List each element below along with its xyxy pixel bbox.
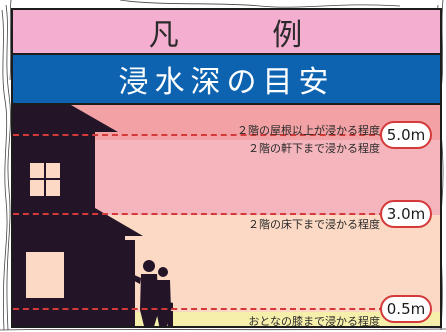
level-3m-description: ２階の床下まで浸かる程度 xyxy=(248,218,380,231)
legend-title-char: 凡 xyxy=(148,17,181,53)
depth-badge-05m: 0.5m xyxy=(380,295,432,323)
legend-title-char: 例 xyxy=(272,17,305,53)
legend-subtitle-bar: 浸水深の目安 xyxy=(13,55,440,105)
inundation-legend: 凡 例 浸水深の目安 xyxy=(11,8,442,328)
people-silhouette xyxy=(117,260,173,326)
level-5m-description-1: ２階の屋根以上が浸かる程度 xyxy=(237,124,380,137)
legend-subtitle: 浸水深の目安 xyxy=(118,65,335,100)
depth-line-5m xyxy=(13,134,385,136)
depth-line-05m xyxy=(13,308,385,310)
house-and-people-silhouette xyxy=(13,105,173,326)
legend-title: 凡 例 xyxy=(13,10,440,55)
depth-badge-3m: 3.0m xyxy=(380,200,432,228)
level-05m-description: おとなの膝まで浸かる程度 xyxy=(248,315,380,328)
depth-line-3m xyxy=(13,213,385,215)
depth-badge-5m: 5.0m xyxy=(380,121,432,149)
level-5m-description-2: ２階の軒下まで浸かる程度 xyxy=(248,142,380,155)
